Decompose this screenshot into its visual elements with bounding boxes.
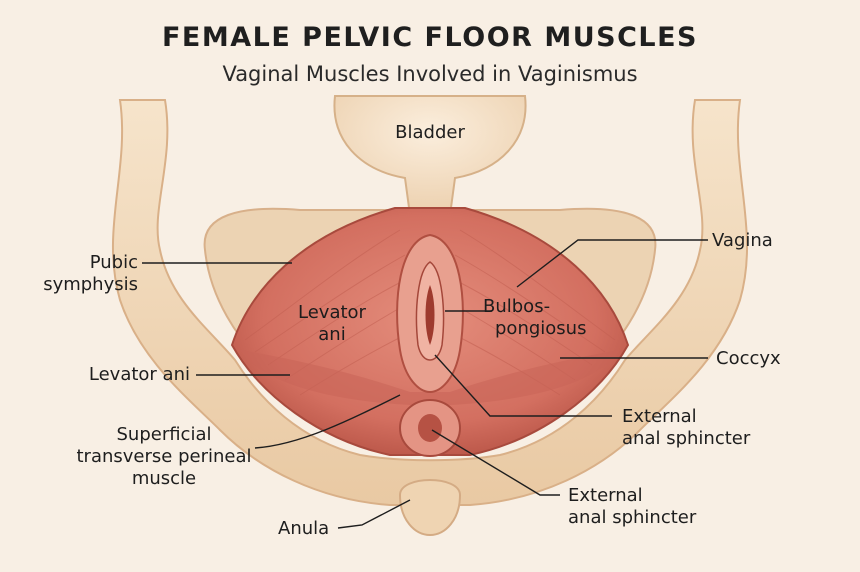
- transverse-band: [240, 350, 620, 405]
- line-superficial: [254, 394, 401, 449]
- pelvic-bone: [111, 99, 749, 506]
- label-pubic-line1: Pubic: [89, 252, 138, 273]
- label-sphincter-b-line2: anal sphincter: [568, 507, 697, 528]
- label-bulbospongiosus: Bulbos- pongiosus: [483, 296, 586, 340]
- label-vagina: Vagina: [712, 230, 773, 251]
- label-levator-inner-line2: ani: [318, 324, 346, 345]
- label-levator-ani: Levator ani: [88, 364, 190, 385]
- label-sphincter-a-line1: External: [622, 406, 697, 427]
- label-coccyx: Coccyx: [716, 348, 781, 369]
- label-pubic-line2: symphysis: [43, 274, 138, 295]
- label-pubic-symphysis: Pubic symphysis: [20, 252, 138, 296]
- label-superficial-line3: muscle: [131, 468, 197, 489]
- label-superficial-line1: Superficial: [116, 424, 212, 445]
- label-levator-ani-inner: Levator ani: [282, 302, 382, 346]
- label-sphincter-b-line1: External: [568, 485, 643, 506]
- vaginal-inner: [425, 285, 435, 345]
- label-bulbo-line2: pongiosus: [495, 318, 587, 339]
- label-external-anal-sphincter-a: External anal sphincter: [622, 406, 750, 450]
- line-vagina: [516, 239, 708, 288]
- line-anula: [337, 499, 411, 529]
- label-sphincter-a-line2: anal sphincter: [622, 428, 751, 449]
- leader-lines: [142, 239, 708, 529]
- label-superficial-line2: transverse perineal: [76, 446, 252, 467]
- anal-opening: [418, 414, 442, 442]
- label-anula: Anula: [278, 518, 330, 539]
- label-superficial-transverse: Superficial transverse perineal muscle: [64, 424, 264, 490]
- label-external-anal-sphincter-b: External anal sphincter: [568, 485, 696, 529]
- bladder-shape: [333, 95, 527, 216]
- diagram-title: FEMALE PELVIC FLOOR MUSCLES: [161, 22, 698, 53]
- diagram-subtitle: Vaginal Muscles Involved in Vaginismus: [222, 62, 638, 86]
- line-sphincter-a: [434, 354, 612, 417]
- line-sphincter-b: [431, 429, 560, 496]
- coccyx-bone: [398, 479, 462, 537]
- label-bladder: Bladder: [395, 122, 465, 143]
- label-levator-inner-line1: Levator: [298, 302, 366, 323]
- label-bulbo-line1: Bulbos-: [483, 296, 551, 317]
